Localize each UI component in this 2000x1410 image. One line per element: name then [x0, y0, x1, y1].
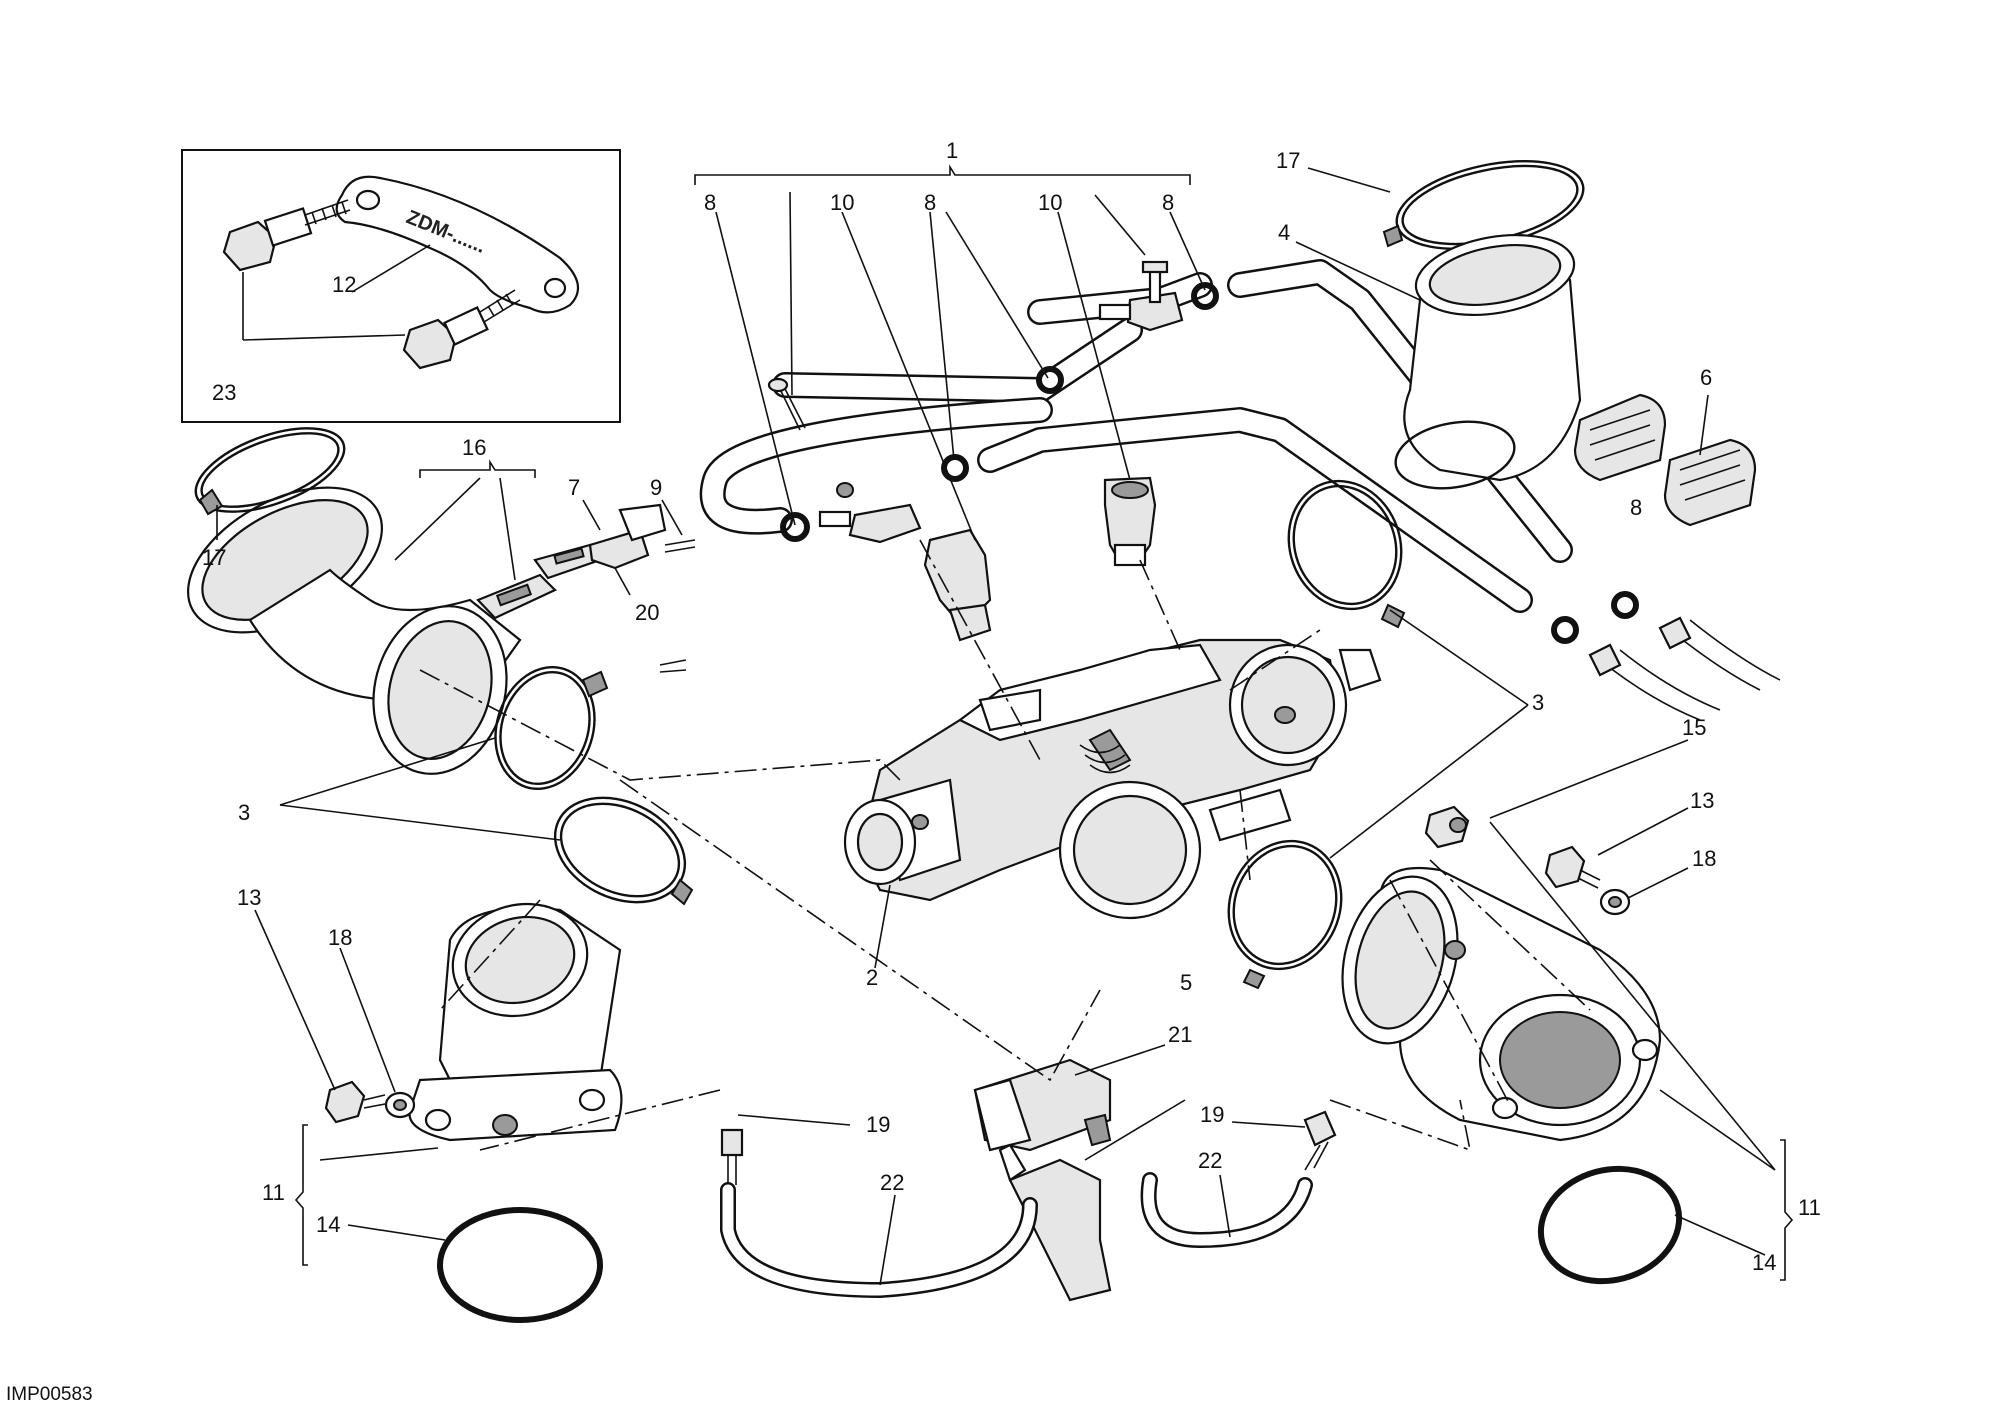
- hose-clip-group: [780, 282, 1639, 644]
- callout-18-left: 18: [328, 925, 352, 950]
- callout-17-right: 17: [1276, 148, 1300, 173]
- callout-8d: 8: [1630, 495, 1642, 520]
- callout-12: 12: [332, 272, 356, 297]
- callout-10a: 10: [830, 190, 854, 215]
- solenoid-valve: [998, 1143, 1112, 1302]
- hose-fittings: [720, 1110, 1337, 1185]
- callout-11-right: 11: [1798, 1195, 1821, 1220]
- bolt-lower: [402, 289, 521, 370]
- bolts-and-washers: [324, 805, 1631, 1124]
- callout-21: 21: [1168, 1022, 1192, 1047]
- callout-3-left: 3: [238, 800, 250, 825]
- throttle-body: [843, 638, 1382, 920]
- left-intake-boot: [187, 427, 522, 775]
- callout-8c: 8: [1162, 190, 1174, 215]
- callout-4: 4: [1278, 220, 1290, 245]
- left-intake-manifold: [408, 902, 623, 1142]
- o-rings: [437, 1165, 1683, 1323]
- inset-bracket-assembly: ZDM-......: [181, 149, 621, 423]
- callout-14-left: 14: [316, 1212, 340, 1237]
- callout-3-right: 3: [1532, 690, 1544, 715]
- zdm-bracket: [335, 175, 580, 314]
- right-lower-hoses: [1588, 616, 1781, 721]
- right-intake-boot: [1382, 159, 1585, 490]
- callout-22-left: 22: [880, 1170, 904, 1195]
- callout-16: 16: [462, 435, 486, 460]
- callout-6: 6: [1700, 365, 1712, 390]
- map-sensor: [973, 1058, 1112, 1152]
- leader-lines: [216, 164, 1794, 1286]
- hose-sleeve: [1573, 393, 1757, 527]
- gasket-and-sensor: [476, 503, 696, 620]
- callout-18-right: 18: [1692, 846, 1716, 871]
- callout-2: 2: [866, 965, 878, 990]
- vacuum-hoses-lower: [720, 1172, 1313, 1298]
- hose-clamps: [494, 479, 1406, 990]
- diagram-code: IMP00583: [6, 1384, 93, 1405]
- callout-14-right: 14: [1752, 1250, 1776, 1275]
- callout-10b: 10: [1038, 190, 1062, 215]
- callout-13-right: 13: [1690, 788, 1714, 813]
- right-intake-manifold: [1341, 866, 1662, 1142]
- callout-15: 15: [1682, 715, 1706, 740]
- callout-17-left: 17: [202, 545, 226, 570]
- bolt-upper: [222, 199, 351, 272]
- callout-7: 7: [568, 475, 580, 500]
- assembly-lines: [419, 539, 1591, 1152]
- fuel-rail-assembly: [659, 260, 1639, 673]
- callout-23: 23: [212, 380, 236, 405]
- callout-1: 1: [946, 138, 958, 163]
- callout-19-left: 19: [866, 1112, 890, 1137]
- callout-20: 20: [635, 600, 659, 625]
- callout-5: 5: [1180, 970, 1192, 995]
- callout-22-right: 22: [1198, 1148, 1222, 1173]
- callout-9: 9: [650, 475, 662, 500]
- callout-11-left: 11: [262, 1180, 285, 1205]
- callout-19-right: 19: [1200, 1102, 1224, 1127]
- callout-labels: 1 2 3 3 4 5 6 7 8 8 8 8 9 10 10 11 11 12…: [202, 138, 1821, 1275]
- callout-13-left: 13: [237, 885, 261, 910]
- callout-8b: 8: [924, 190, 936, 215]
- callout-8a: 8: [704, 190, 716, 215]
